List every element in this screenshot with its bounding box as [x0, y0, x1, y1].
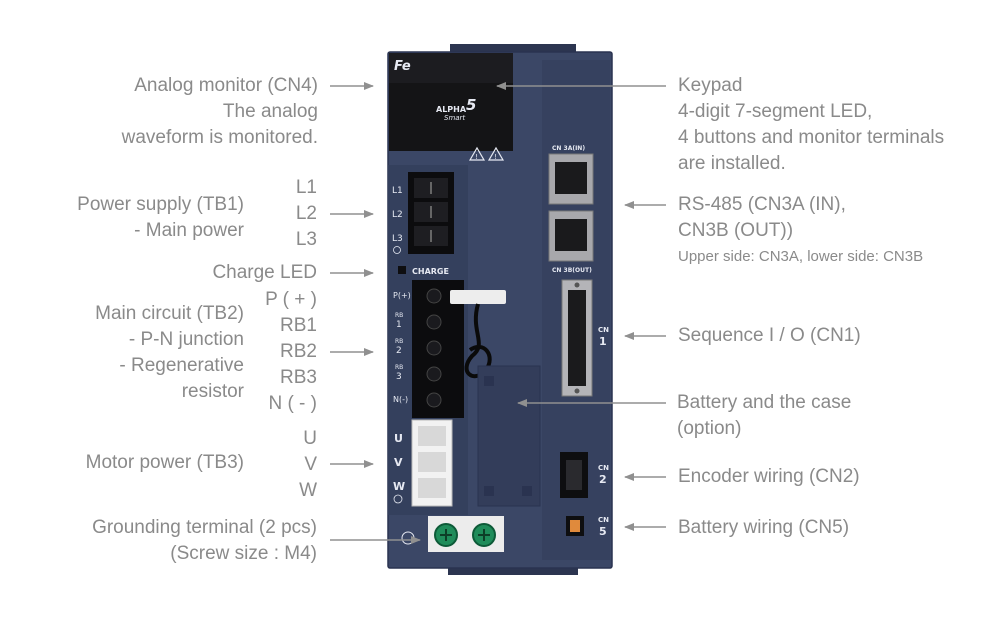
- terminal-p-label: P ( + ): [265, 289, 317, 310]
- model-line-1: ALPHA: [436, 105, 467, 114]
- cn5-connector: [566, 516, 584, 536]
- rs485-note: Upper side: CN3A, lower side: CN3B: [678, 248, 924, 265]
- main-circuit-desc-1: - P-N junction: [128, 329, 244, 350]
- model-number: 5: [466, 96, 476, 114]
- analog-monitor-desc-1: The analog: [222, 101, 318, 122]
- cn5-mark-a: CN: [598, 516, 609, 524]
- model-line-2: Smart: [444, 114, 465, 122]
- cn1-mark-a: CN: [598, 326, 609, 334]
- charge-led-label: Charge LED: [212, 262, 317, 283]
- tb2-terminal-block: [412, 280, 506, 418]
- rs485-title-1: RS-485 (CN3A (IN),: [678, 194, 846, 215]
- analog-monitor-label: Analog monitor (CN4) The analog waveform…: [60, 73, 318, 151]
- tb2-rb3-mark-a: RB: [395, 364, 403, 371]
- terminal-u-label: U: [303, 428, 317, 449]
- terminal-v-label: V: [304, 454, 317, 475]
- main-circuit-desc-2: - Regenerative: [119, 355, 244, 376]
- battery-case-option: (option): [677, 418, 742, 439]
- rs485-title-2: CN3B (OUT)): [678, 220, 794, 241]
- keypad-label: Keypad 4-digit 7-segment LED, 4 buttons …: [678, 73, 944, 177]
- charge-led-indicator: [398, 266, 406, 274]
- terminal-l1-label: L1: [295, 177, 317, 198]
- power-supply-desc: - Main power: [134, 220, 244, 241]
- cn3a-port: [548, 153, 594, 205]
- ground-symbol-icon: [393, 246, 401, 254]
- sequence-io-label: Sequence I / O (CN1): [678, 325, 861, 346]
- ground-symbol-icon: [393, 494, 403, 504]
- tb1-terminal-block: [408, 172, 454, 254]
- terminal-n-label: N ( - ): [268, 393, 317, 414]
- terminal-rb1-label: RB1: [280, 315, 317, 336]
- cn2-mark-b: 2: [599, 473, 607, 486]
- tb3-terminal-block: [411, 419, 453, 507]
- power-supply-label: Power supply (TB1) - Main power: [40, 192, 244, 244]
- tb2-n-mark: N(-): [393, 395, 408, 404]
- main-circuit-title: Main circuit (TB2): [95, 303, 244, 324]
- cn2-mark-a: CN: [598, 464, 609, 472]
- keypad-title: Keypad: [678, 75, 743, 96]
- charge-mark: CHARGE: [412, 267, 449, 276]
- tb1-l1-mark: L1: [392, 186, 403, 196]
- tb2-rb3-mark-b: 3: [396, 372, 402, 382]
- cn5-mark-b: 5: [599, 525, 607, 538]
- keypad-desc-1: 4-digit 7-segment LED,: [678, 101, 873, 122]
- motor-power-label: Motor power (TB3): [85, 452, 244, 473]
- cn3a-mark: CN 3A(IN): [552, 145, 585, 152]
- tb2-p-mark: P(+): [393, 291, 411, 300]
- tb2-terminal-list: P ( + ) RB1 RB2 RB3 N ( - ): [240, 287, 317, 417]
- grounding-terminals: [401, 516, 504, 552]
- analog-monitor-title: Analog monitor (CN4): [134, 75, 318, 96]
- grounding-desc: (Screw size : M4): [170, 543, 317, 564]
- cn2-connector: [560, 452, 588, 498]
- tb3-terminal-list: U V W: [270, 426, 317, 504]
- main-circuit-label: Main circuit (TB2) - P-N junction - Rege…: [40, 301, 244, 405]
- grounding-label: Grounding terminal (2 pcs) (Screw size :…: [40, 515, 317, 567]
- cn1-mark-b: 1: [599, 335, 607, 348]
- cn3b-mark: CN 3B(OUT): [552, 267, 592, 274]
- battery-case: [477, 365, 541, 507]
- terminal-w-label: W: [299, 480, 317, 501]
- terminal-rb3-label: RB3: [280, 367, 317, 388]
- svg-text:!: !: [475, 153, 478, 161]
- keypad-desc-3: are installed.: [678, 153, 786, 174]
- battery-wiring-label: Battery wiring (CN5): [678, 517, 850, 538]
- tb3-u-mark: U: [394, 432, 403, 445]
- tb1-terminal-list: L1 L2 L3: [260, 175, 317, 253]
- terminal-rb2-label: RB2: [280, 341, 317, 362]
- brand-logo: Fe: [394, 59, 411, 74]
- warning-icon: ! !: [468, 146, 505, 161]
- keypad-desc-2: 4 buttons and monitor terminals: [678, 127, 945, 148]
- cn1-connector: [561, 279, 593, 397]
- battery-case-label: Battery and the case (option): [677, 390, 851, 442]
- rs485-label: RS-485 (CN3A (IN), CN3B (OUT)) Upper sid…: [678, 192, 923, 267]
- terminal-l3-label: L3: [295, 229, 317, 250]
- tb3-v-mark: V: [394, 456, 403, 469]
- tb2-rb2-mark-a: RB: [395, 338, 403, 345]
- power-supply-title: Power supply (TB1): [77, 194, 244, 215]
- battery-case-title: Battery and the case: [677, 392, 852, 413]
- svg-text:!: !: [494, 153, 497, 161]
- terminal-l2-label: L2: [295, 203, 317, 224]
- tb2-rb2-mark-b: 2: [396, 346, 402, 356]
- cn3b-port: [548, 210, 594, 262]
- tb2-rb1-mark-b: 1: [396, 320, 402, 330]
- tb1-l2-mark: L2: [392, 210, 403, 220]
- tb2-rb1-mark-a: RB: [395, 312, 403, 319]
- encoder-wiring-label: Encoder wiring (CN2): [678, 466, 860, 487]
- grounding-title: Grounding terminal (2 pcs): [92, 517, 317, 538]
- main-circuit-desc-3: resistor: [181, 381, 244, 402]
- keypad-cover: Fe ALPHA 5 Smart: [389, 53, 513, 151]
- tb1-l3-mark: L3: [392, 234, 403, 244]
- analog-monitor-desc-2: waveform is monitored.: [121, 127, 318, 148]
- tb3-w-mark: W: [393, 480, 405, 493]
